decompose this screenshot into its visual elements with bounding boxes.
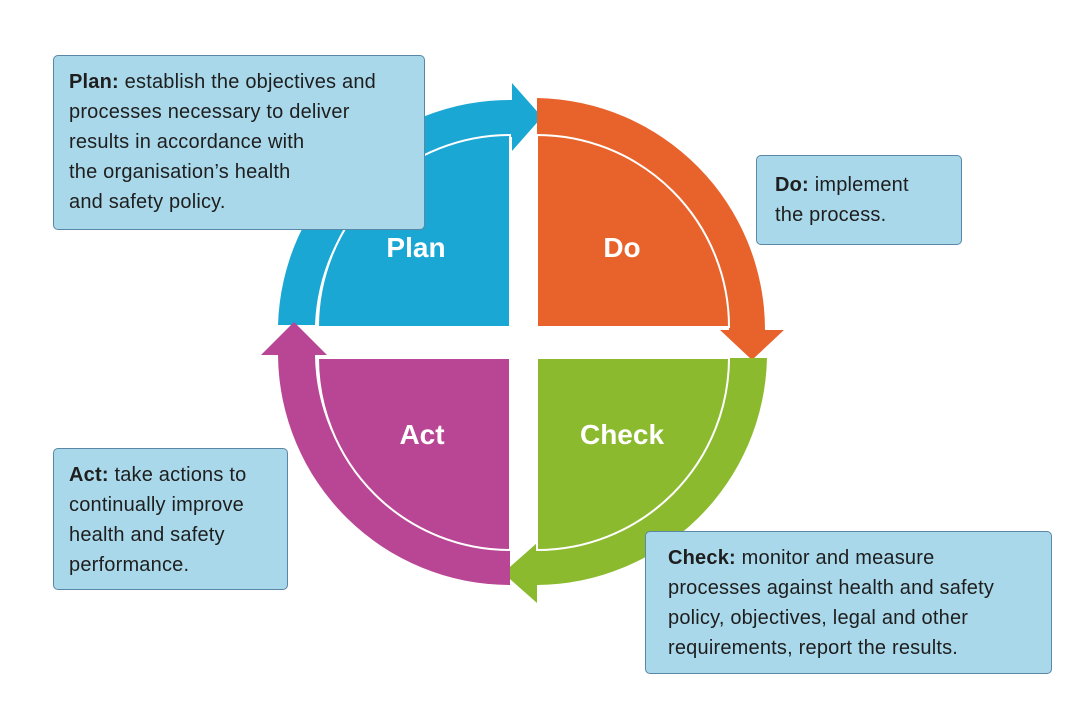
act-label: Act xyxy=(399,419,444,450)
act-arc-arrow xyxy=(261,322,510,585)
plan-callout-line-5: and safety policy. xyxy=(69,191,226,213)
plan-callout-title: Plan: xyxy=(69,71,119,93)
check-callout-line-2: processes against health and safety xyxy=(668,577,995,599)
plan-label: Plan xyxy=(386,232,445,263)
act-callout-line-3: health and safety xyxy=(69,524,225,546)
act-callout-line-2: continually improve xyxy=(69,494,244,516)
plan-callout-line-1: Plan: establish the objectives and xyxy=(69,71,376,93)
check-inner-quadrant xyxy=(536,357,731,552)
act-callout-line-4: performance. xyxy=(69,554,190,576)
plan-callout-line-4: the organisation’s health xyxy=(69,161,291,183)
do-callout: Do: implement the process. xyxy=(756,155,962,245)
do-quadrant: Do xyxy=(536,98,784,360)
act-inner-quadrant xyxy=(316,357,511,552)
act-callout-line-1: Act: take actions to xyxy=(69,464,247,486)
do-callout-line-1: Do: implement xyxy=(775,174,909,196)
do-arc-arrow xyxy=(537,98,784,360)
check-callout: Check: monitor and measure processes aga… xyxy=(645,531,1052,674)
check-label: Check xyxy=(580,419,664,450)
plan-callout-line-3: results in accordance with xyxy=(69,131,305,153)
check-quadrant: Check xyxy=(503,357,767,603)
check-callout-line-1: Check: monitor and measure xyxy=(668,547,935,569)
plan-callout-line-2: processes necessary to deliver xyxy=(69,101,350,123)
do-callout-line-2: the process. xyxy=(775,204,887,226)
do-inner-quadrant xyxy=(536,133,731,328)
check-arc-arrow xyxy=(503,358,767,603)
check-callout-line-3: policy, objectives, legal and other xyxy=(668,607,969,629)
plan-callout: Plan: establish the objectives and proce… xyxy=(53,55,425,230)
check-callout-title: Check: xyxy=(668,547,736,569)
do-callout-title: Do: xyxy=(775,174,809,196)
do-label: Do xyxy=(603,232,640,263)
check-callout-line-4: requirements, report the results. xyxy=(668,637,959,659)
act-quadrant: Act xyxy=(261,322,511,585)
act-callout: Act: take actions to continually improve… xyxy=(53,448,288,590)
act-callout-title: Act: xyxy=(69,464,109,486)
